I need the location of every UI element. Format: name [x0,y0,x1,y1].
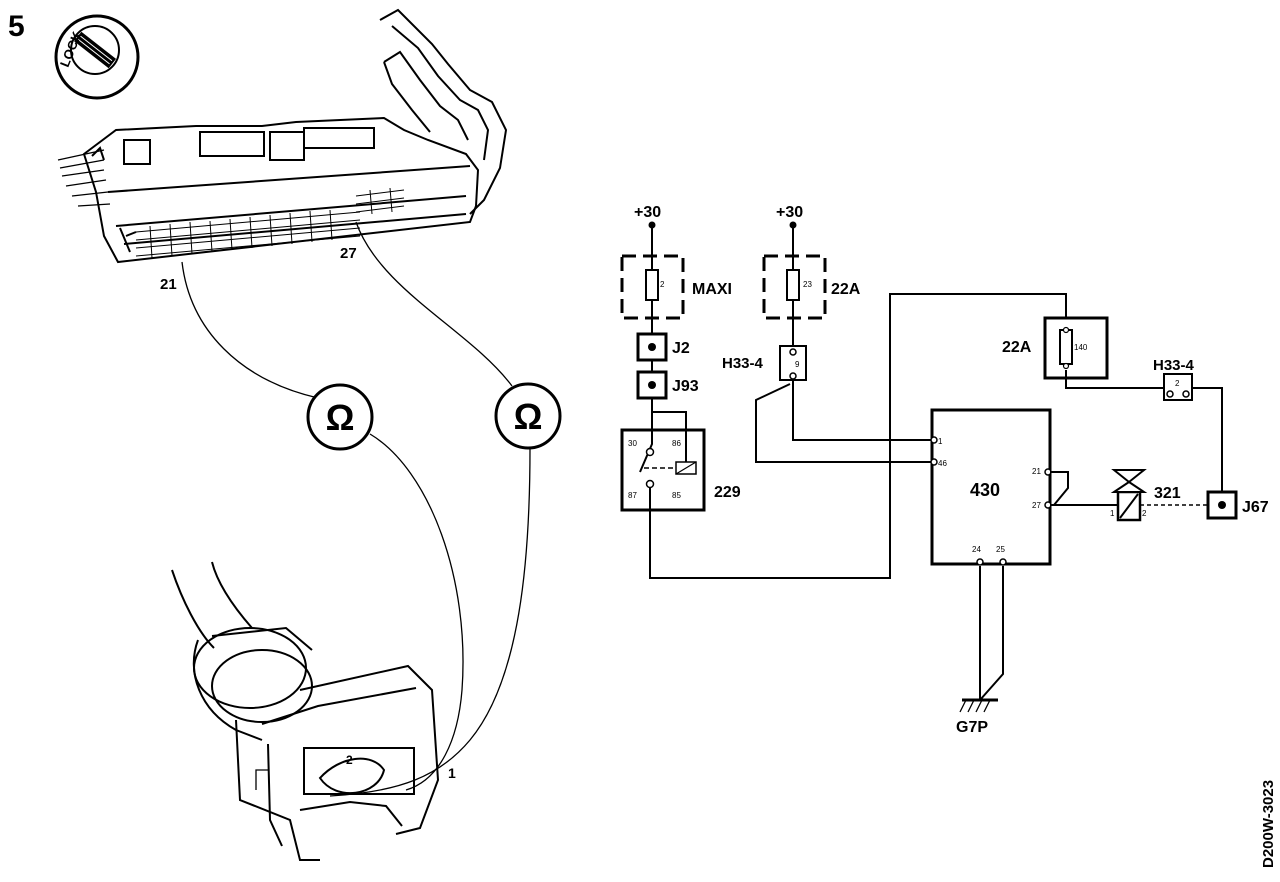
fuse-22a-top-pin: 23 [803,280,812,289]
connector-h33-right-pin: 2 [1175,379,1180,388]
fuse-maxi-pin: 2 [660,280,665,289]
ohmmeter-left-symbol: Ω [326,397,355,438]
supply-1-label: +30 [634,204,661,221]
fuse-22a-top-box [762,254,827,320]
fuse-22a-right-pin: 140 [1074,343,1088,352]
fuse-maxi-label: MAXI [692,281,732,298]
relay-229-label: 229 [714,484,741,501]
ecu-pin-21: 21 [1032,467,1041,476]
injector-pin-1-label: 1 [448,765,456,781]
supply-2-label: +30 [776,204,803,221]
ecu-pin-46: 46 [938,459,947,468]
ohmmeter-right: Ω [494,382,562,450]
ecu-pin-25: 25 [996,545,1005,554]
figure-number: 5 [8,10,25,43]
injector-connector-drawing: 2 1 [171,561,456,861]
connector-h33-left-pin: 9 [795,360,800,369]
ecu-pin-21-label: 21 [160,276,177,293]
connector-j93-label: J93 [672,378,699,395]
fuse-22a-right-box [1043,316,1109,380]
relay-pin-86: 86 [672,439,681,448]
ecu-430 [930,408,1052,566]
connector-h33-left-label: H33-4 [722,355,764,372]
relay-pin-85: 85 [672,491,681,500]
schematic: +30 2 MAXI J2 J93 30 86 87 85 229 [620,204,1269,736]
ecu-connector-drawing: 21 27 [57,8,508,293]
injector-pin-2: 2 [1142,509,1147,518]
ohmmeter-leads [181,221,531,797]
relay-pin-87: 87 [628,491,637,500]
fuse-22a-top-label: 22A [831,281,861,298]
connector-h33-right-label: H33-4 [1153,357,1195,374]
fuse-22a-right-label: 22A [1002,339,1032,356]
ohmmeter-left: Ω [306,383,374,451]
connector-j67-label: J67 [1242,499,1269,516]
injector-321-label: 321 [1154,485,1181,502]
ecu-pin-27: 27 [1032,501,1041,510]
lock-icon: LOCK [54,14,140,100]
injector-pin-1: 1 [1110,509,1115,518]
figure-reference-code: D200W-3023 [1260,780,1277,868]
ecu-430-label: 430 [970,480,1000,500]
injector-pin-2-label: 2 [346,753,353,767]
ecu-pin-27-label: 27 [340,245,357,262]
relay-pin-30: 30 [628,439,637,448]
ecu-pin-24: 24 [972,545,981,554]
ground-g7p-label: G7P [956,719,988,736]
connector-j2-label: J2 [672,340,690,357]
ecu-pin-1: 1 [938,437,943,446]
ohmmeter-right-symbol: Ω [514,396,543,437]
